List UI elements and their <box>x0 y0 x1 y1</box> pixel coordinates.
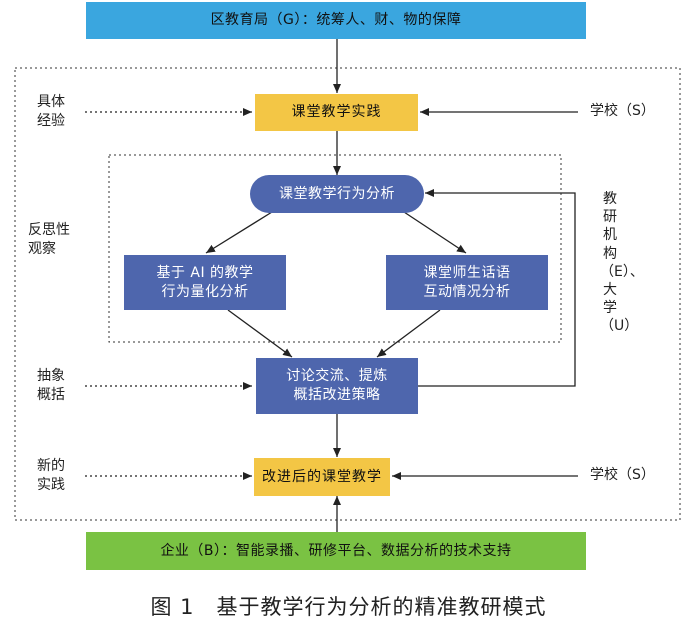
arrow-interaction-to-discussion <box>376 309 441 358</box>
label-reflection: 反思性 观察 <box>28 221 70 259</box>
label-school-top: 学校（S） <box>590 103 655 119</box>
inner-dashed-frame <box>108 154 562 343</box>
label-abstract: 抽象 概括 <box>37 367 65 405</box>
arrow-ai-to-discussion <box>227 309 293 358</box>
education-bureau-box: 区教育局（G）：统筹人、财、物的保障 <box>86 2 586 39</box>
ai-analysis-line2: 行为量化分析 <box>161 283 249 300</box>
label-experience-line1: 具体 <box>37 94 65 110</box>
figure-caption: 图 1 基于教学行为分析的精准教研模式 <box>150 595 547 619</box>
label-school-bottom: 学校（S） <box>590 467 655 483</box>
arrow-feedback-loop <box>418 189 576 387</box>
improved-teaching-box: 改进后的课堂教学 <box>254 458 390 496</box>
label-abstract-line1: 抽象 <box>37 368 65 384</box>
label-abstract-line2: 概括 <box>37 386 65 403</box>
label-new-practice: 新的 实践 <box>37 457 65 495</box>
label-research-institutions: 教研机构（E）、大学（U） <box>600 191 644 335</box>
discussion-line1: 讨论交流、提炼 <box>286 368 388 385</box>
ai-analysis-box: 基于 AI 的教学 行为量化分析 <box>124 255 286 310</box>
interaction-line2: 互动情况分析 <box>423 283 511 300</box>
label-experience-line2: 经验 <box>37 112 65 129</box>
label-new-practice-line1: 新的 <box>37 458 65 474</box>
enterprise-box: 企业（B）：智能录播、研修平台、数据分析的技术支持 <box>86 532 586 570</box>
arrow-analysis-to-ai <box>205 211 273 254</box>
label-reflection-line2: 观察 <box>28 240 56 257</box>
ai-analysis-line1: 基于 AI 的教学 <box>156 264 254 281</box>
label-reflection-line1: 反思性 <box>28 222 70 238</box>
interaction-analysis-box: 课堂师生话语 互动情况分析 <box>386 255 548 310</box>
interaction-line1: 课堂师生话语 <box>423 264 511 281</box>
arrow-analysis-to-interaction <box>403 211 467 254</box>
label-experience: 具体 经验 <box>37 93 65 131</box>
outer-dashed-frame <box>14 67 681 521</box>
label-new-practice-line2: 实践 <box>37 476 65 493</box>
discussion-line2: 概括改进策略 <box>293 387 381 403</box>
behavior-analysis-box: 课堂教学行为分析 <box>250 175 424 213</box>
discussion-box: 讨论交流、提炼 概括改进策略 <box>256 358 418 414</box>
classroom-practice-box: 课堂教学实践 <box>255 94 418 131</box>
